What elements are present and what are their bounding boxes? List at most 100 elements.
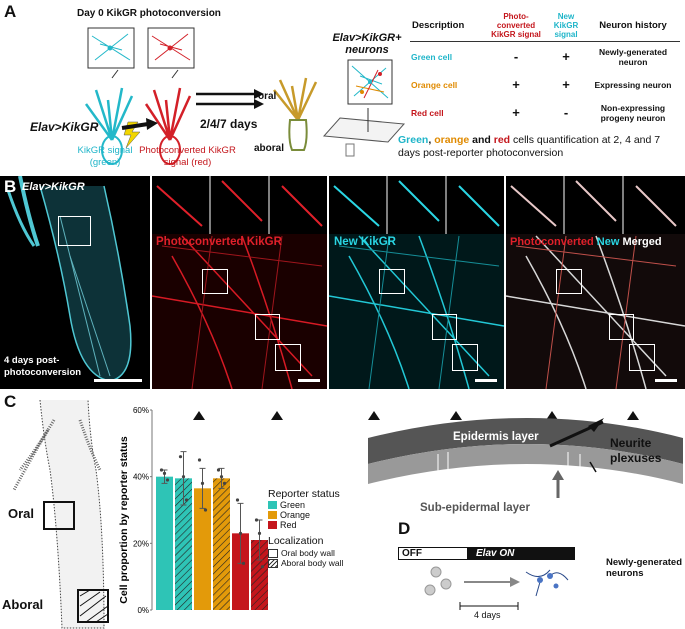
days-label-d: 4 days <box>474 610 501 620</box>
construct-label-b: Elav>KikGR <box>22 181 85 193</box>
legend-item: Aboral body wall <box>268 558 343 568</box>
scale-bar <box>94 379 142 382</box>
off-bar: OFF <box>398 547 468 560</box>
legend-label: Orange <box>280 510 311 520</box>
photoconverted-title: Photoconverted KikGR <box>156 236 282 248</box>
marker-triangle <box>546 411 558 420</box>
legend-item: Green <box>268 500 310 510</box>
legend-label: Red <box>280 520 297 530</box>
table-cell-history: Newly-generated neuron <box>598 46 668 67</box>
legend-label: Oral body wall <box>281 548 335 558</box>
data-point <box>241 561 246 565</box>
bar-green-oral <box>156 476 173 610</box>
y-tick-label: 0% <box>137 606 149 615</box>
table-cell-history: Non-expressing progeny neuron <box>600 102 666 123</box>
data-point <box>257 531 262 535</box>
table-cell-new: + <box>562 77 570 92</box>
marker-triangle <box>368 411 380 420</box>
quant-green: Green <box>398 134 429 146</box>
zoom-box <box>629 344 655 371</box>
legend-title-loc: Localization <box>268 535 324 547</box>
cyan-channel-image <box>329 176 504 389</box>
y-tick-label: 60% <box>133 406 149 415</box>
legend-label: Green <box>280 500 306 510</box>
table-cell-history: Expressing neuron <box>594 79 672 90</box>
table-row: Green cell - + Newly-generated neuron <box>410 42 680 72</box>
legend-item: Oral body wall <box>268 548 343 558</box>
merged-title-c: Merged <box>622 236 662 248</box>
legend-label: Aboral body wall <box>281 558 344 568</box>
table-cell-photo: - <box>513 49 519 65</box>
merged-title-b: New <box>596 236 620 248</box>
status-legend: Green Orange Red <box>268 500 310 530</box>
error-bar <box>199 467 206 509</box>
data-point <box>165 478 170 482</box>
legend-swatch <box>268 548 278 558</box>
data-point <box>159 468 164 472</box>
table-row: Red cell + - Non-expressing progeny neur… <box>410 98 680 128</box>
marker-triangle <box>271 411 283 420</box>
table-row: Orange cell + + Expressing neuron <box>410 72 680 98</box>
neurons-inset-drawing <box>322 59 406 157</box>
legend-swatch <box>268 558 278 568</box>
data-point <box>216 468 221 472</box>
marker-triangle <box>450 411 462 420</box>
loc-legend: Oral body wall Aboral body wall <box>268 548 343 568</box>
hydra-outline <box>12 400 109 629</box>
data-point <box>200 481 205 485</box>
zoom-box <box>58 216 91 246</box>
scale-bar <box>475 379 497 382</box>
table-header-description: Description <box>412 20 465 31</box>
table-cell-desc: Red cell <box>411 107 444 118</box>
on-bar: Elav ON <box>468 547 575 560</box>
bar-chart: Cell proportion by reporter status0%20%4… <box>118 406 268 615</box>
merged-micrograph <box>506 176 685 389</box>
oral-label-a: oral <box>258 91 277 102</box>
merged-title: Photoconverted New Merged <box>510 236 662 248</box>
panel-label-b: B <box>4 177 17 196</box>
oral-label-c: Oral <box>8 506 35 521</box>
table-cell-photo: + <box>512 105 520 120</box>
day0-title: Day 0 KikGR photoconversion <box>77 8 221 19</box>
data-point <box>184 498 189 502</box>
panel-label-d: D <box>398 519 411 538</box>
zoom-box <box>609 314 634 340</box>
data-point <box>260 565 265 569</box>
time-label: 4 days post-photoconversion <box>4 355 82 378</box>
quant-orange: orange <box>434 134 470 146</box>
new-kikgr-title: New KikGR <box>334 236 396 248</box>
table-cell-desc: Green cell <box>411 51 453 62</box>
zoom-box <box>452 344 478 371</box>
merged-title-a: Photoconverted <box>510 236 594 248</box>
quant-and: and <box>472 134 491 146</box>
y-axis-label: Cell proportion by reporter status <box>118 436 130 604</box>
error-bar <box>218 467 225 489</box>
table-cell-photo: + <box>512 77 520 92</box>
zoom-box <box>432 314 457 340</box>
bar-hatch <box>175 478 192 610</box>
data-point <box>203 508 208 512</box>
data-point <box>238 531 243 535</box>
marker-triangle <box>627 411 639 420</box>
data-point <box>162 471 167 475</box>
photoconverted-micrograph <box>152 176 327 389</box>
table-header-history: Neuron history <box>599 20 667 31</box>
table-header-photo: Photo-converted KikGR signal <box>491 12 541 39</box>
legend-item: Orange <box>268 510 310 520</box>
y-tick-label: 20% <box>133 539 149 548</box>
cross-section-diagram <box>368 418 683 498</box>
newly-generated-label: Newly-generated neurons <box>606 557 683 579</box>
neurite-label: Neurite plexuses <box>610 436 662 465</box>
scale-bar <box>298 379 320 382</box>
legend-swatch <box>268 501 277 509</box>
neuron-history-table: Description Photo-converted KikGR signal… <box>410 10 680 128</box>
aboral-label-c: Aboral <box>2 597 44 612</box>
data-point <box>178 455 183 459</box>
zoom-box <box>275 344 301 371</box>
epidermis-label: Epidermis layer <box>453 431 539 443</box>
table-cell-desc: Orange cell <box>411 79 458 90</box>
bar-hatch <box>251 540 268 610</box>
days-label: 2/4/7 days <box>200 117 258 131</box>
construct-label-a: Elav>KikGR <box>30 120 99 134</box>
whole-animal-micrograph <box>0 176 150 389</box>
